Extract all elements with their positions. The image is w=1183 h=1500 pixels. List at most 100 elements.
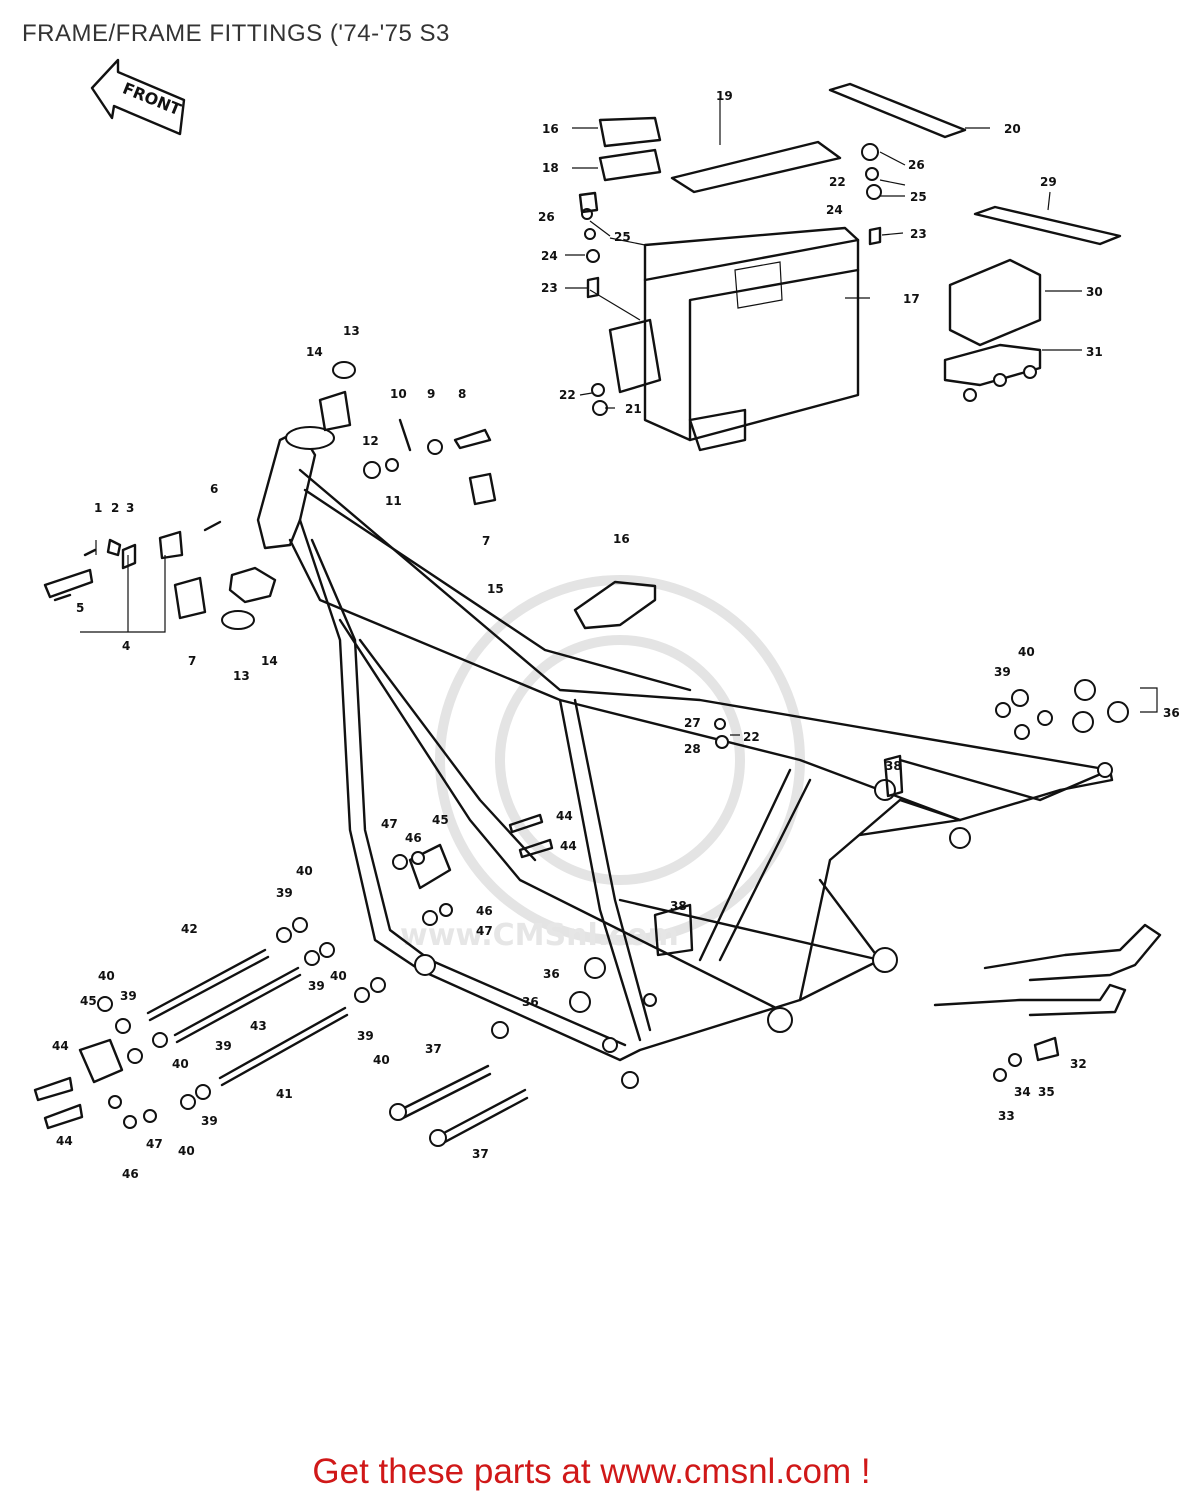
- callout-labels: 1 2 3 4 5 6 7 7 8 9 10 11 12 13 13 14 14…: [52, 89, 1180, 1181]
- callout-4: 4: [122, 639, 130, 653]
- watermark: www.CMSnl.com: [400, 575, 805, 953]
- callout-28: 28: [684, 742, 701, 756]
- callout-44b: 44: [560, 839, 577, 853]
- callout-15: 15: [487, 582, 504, 596]
- callout-25a: 25: [910, 190, 927, 204]
- callout-36a: 36: [1163, 706, 1180, 720]
- callout-46a: 46: [405, 831, 422, 845]
- callout-6: 6: [210, 482, 218, 496]
- callout-7a: 7: [482, 534, 490, 548]
- callout-38b: 38: [670, 899, 687, 913]
- main-frame: [256, 426, 1114, 1089]
- rubber-18: [598, 116, 662, 182]
- battery-pad: [670, 140, 842, 194]
- callout-2: 2: [111, 501, 119, 515]
- callout-32: 32: [1070, 1057, 1087, 1071]
- callout-44d: 44: [56, 1134, 73, 1148]
- callout-36b: 36: [543, 967, 560, 981]
- callout-8: 8: [458, 387, 466, 401]
- callout-31: 31: [1086, 345, 1103, 359]
- callout-35: 35: [1038, 1085, 1055, 1099]
- cover-30: [948, 258, 1042, 347]
- callout-26a: 26: [908, 158, 925, 172]
- callout-39a: 39: [994, 665, 1011, 679]
- callout-39b: 39: [276, 886, 293, 900]
- callout-22a: 22: [829, 175, 846, 189]
- callout-40c: 40: [98, 969, 115, 983]
- bolts-37: [389, 1064, 529, 1147]
- callout-7b: 7: [188, 654, 196, 668]
- callout-24b: 24: [541, 249, 558, 263]
- callout-38a: 38: [885, 759, 902, 773]
- strap-29: [973, 205, 1122, 246]
- callout-44a: 44: [556, 809, 573, 823]
- callout-46b: 46: [476, 904, 493, 918]
- callout-18: 18: [542, 161, 559, 175]
- callout-22c: 22: [743, 730, 760, 744]
- callout-10: 10: [390, 387, 407, 401]
- callout-5: 5: [76, 601, 84, 615]
- callout-1: 1: [94, 501, 102, 515]
- callout-40d: 40: [330, 969, 347, 983]
- callout-27: 27: [684, 716, 701, 730]
- battery-box: [608, 226, 860, 452]
- callout-13b: 13: [233, 669, 250, 683]
- callout-40e: 40: [172, 1057, 189, 1071]
- callout-40b: 40: [296, 864, 313, 878]
- page-title: FRAME/FRAME FITTINGS ('74-'75 S3: [22, 20, 450, 47]
- callout-42: 42: [181, 922, 198, 936]
- callout-47b: 47: [476, 924, 493, 938]
- callout-37b: 37: [472, 1147, 489, 1161]
- callout-45a: 45: [432, 813, 449, 827]
- callout-16a: 16: [542, 122, 559, 136]
- callout-41: 41: [276, 1087, 293, 1101]
- callout-45b: 45: [80, 994, 97, 1008]
- callout-17: 17: [903, 292, 920, 306]
- parts-diagram: www.CMSnl.com FRONT: [33, 58, 1180, 1181]
- callout-39e: 39: [215, 1039, 232, 1053]
- callout-33: 33: [998, 1109, 1015, 1123]
- callout-47c: 47: [146, 1137, 163, 1151]
- callout-25b: 25: [614, 230, 631, 244]
- callout-30: 30: [1086, 285, 1103, 299]
- callout-16b: 16: [613, 532, 630, 546]
- callout-19: 19: [716, 89, 733, 103]
- callout-14a: 14: [306, 345, 323, 359]
- footer-link-text[interactable]: Get these parts at www.cmsnl.com !: [312, 1452, 871, 1491]
- leader-lines: [80, 100, 1158, 736]
- callout-39g: 39: [201, 1114, 218, 1128]
- callout-11: 11: [385, 494, 402, 508]
- callout-44c: 44: [52, 1039, 69, 1053]
- strap-20: [828, 82, 967, 139]
- callout-39f: 39: [357, 1029, 374, 1043]
- callout-37a: 37: [425, 1042, 442, 1056]
- callout-34: 34: [1014, 1085, 1031, 1099]
- hardware: [43, 143, 1129, 1013]
- callout-21: 21: [625, 402, 642, 416]
- callout-12: 12: [362, 434, 379, 448]
- callout-40f: 40: [373, 1053, 390, 1067]
- tray-31: [943, 343, 1042, 402]
- callout-29: 29: [1040, 175, 1057, 189]
- callout-22b: 22: [559, 388, 576, 402]
- studs: [33, 917, 386, 1130]
- callout-3: 3: [126, 501, 134, 515]
- callout-47a: 47: [381, 817, 398, 831]
- callout-39c: 39: [120, 989, 137, 1003]
- callout-13a: 13: [343, 324, 360, 338]
- watermark-text: www.CMSnl.com: [400, 918, 679, 953]
- callout-36c: 36: [522, 995, 539, 1009]
- front-arrow: FRONT: [90, 58, 186, 136]
- callout-43: 43: [250, 1019, 267, 1033]
- callout-9: 9: [427, 387, 435, 401]
- callout-23a: 23: [910, 227, 927, 241]
- seat-bracket-16: [573, 580, 657, 630]
- callout-23b: 23: [541, 281, 558, 295]
- callout-46c: 46: [122, 1167, 139, 1181]
- callout-40g: 40: [178, 1144, 195, 1158]
- callout-24a: 24: [826, 203, 843, 217]
- bracket-32: [933, 923, 1162, 1082]
- callout-26b: 26: [538, 210, 555, 224]
- callout-20: 20: [1004, 122, 1021, 136]
- callout-40a: 40: [1018, 645, 1035, 659]
